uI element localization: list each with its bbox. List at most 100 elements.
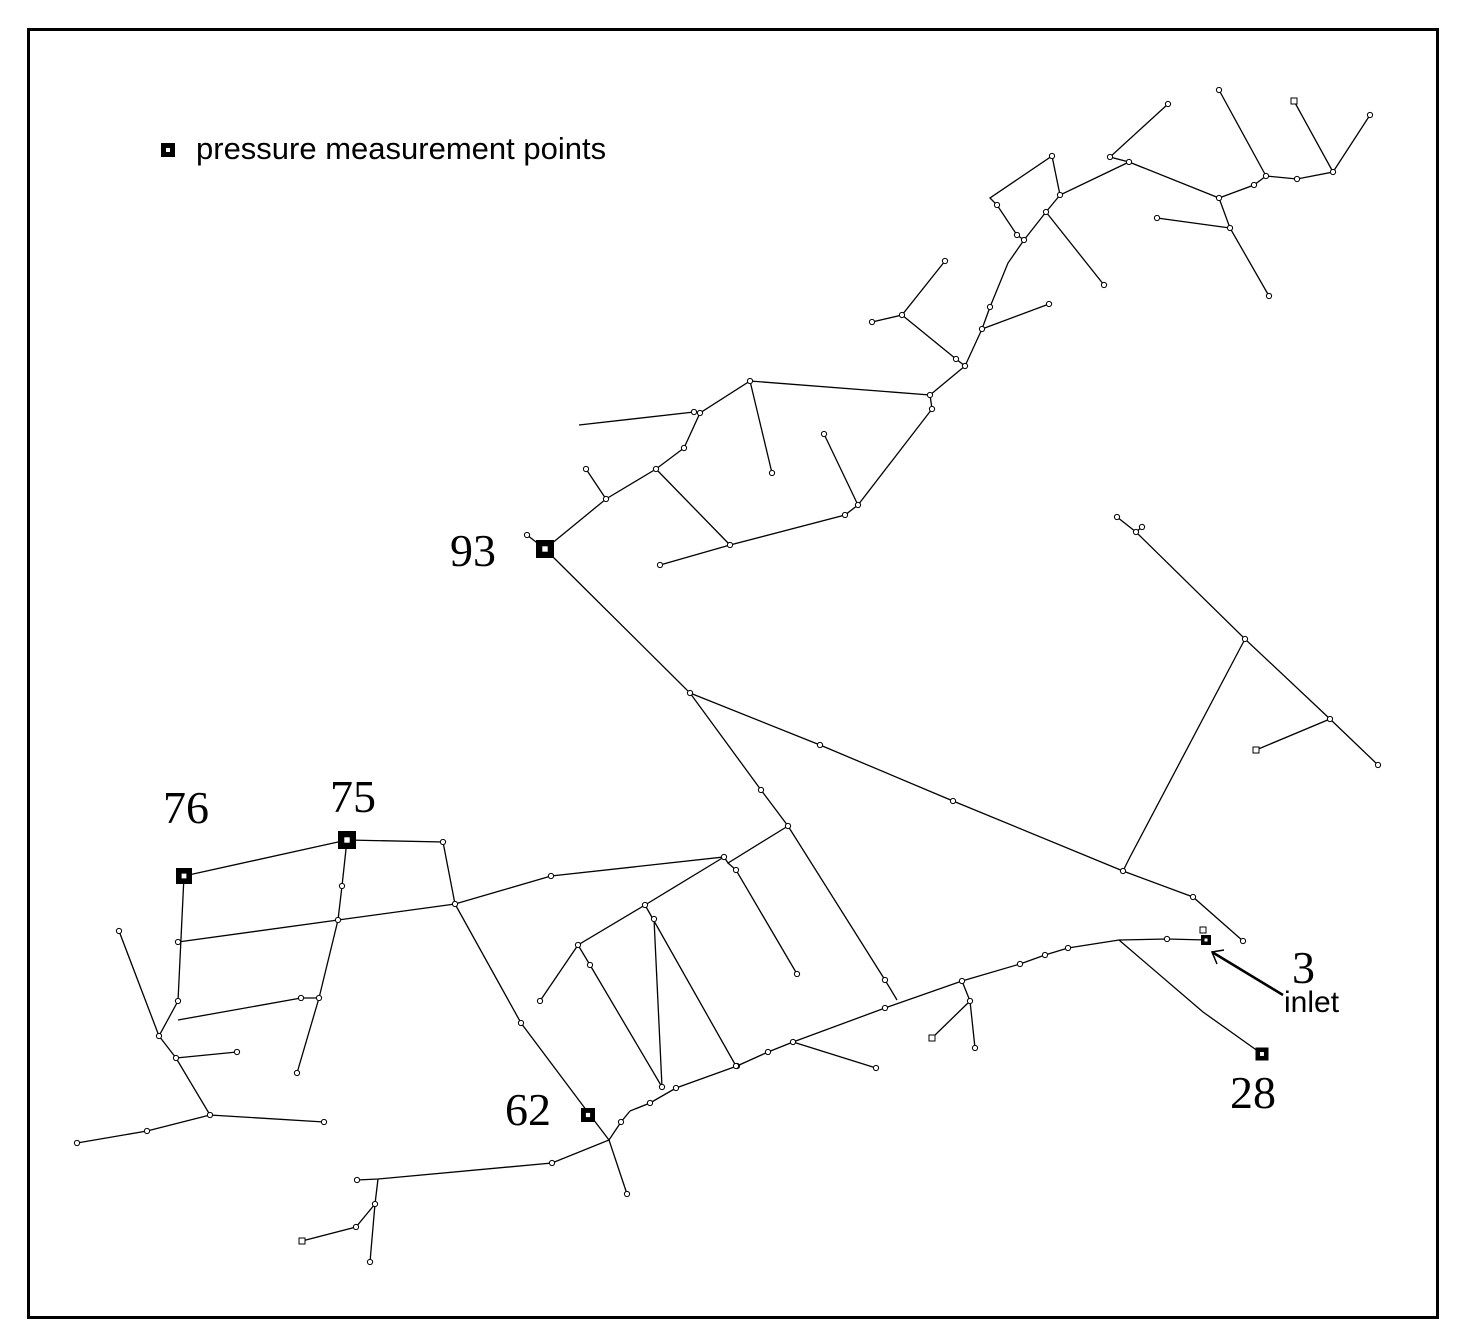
pipe-segment: [296, 839, 348, 1074]
junction-node: [623, 1190, 631, 1198]
junction-node: [1164, 100, 1172, 108]
junction-node: [656, 561, 664, 569]
pipe-segment: [655, 468, 731, 546]
junction-node: [1016, 960, 1024, 968]
junction-node: [1262, 172, 1270, 180]
junction-node: [548, 1159, 556, 1167]
junction-node: [1366, 111, 1374, 119]
junction-node: [174, 938, 182, 946]
junction-node: [732, 1062, 740, 1070]
junction-node: [1125, 158, 1133, 166]
pipe-segment: [369, 1178, 379, 1263]
tank-node: [298, 1237, 306, 1245]
junction-node: [586, 961, 594, 969]
junction-node: [854, 501, 862, 509]
pipe-segment: [356, 938, 1207, 1181]
pipe-segment: [158, 839, 610, 1141]
junction-node: [690, 408, 698, 416]
pipe-segment: [1218, 89, 1267, 177]
pipe-segment: [608, 1139, 628, 1195]
junction-node: [1239, 937, 1247, 945]
junction-node: [233, 1048, 241, 1056]
junction-node: [1045, 300, 1053, 308]
junction-node: [602, 495, 610, 503]
junction-node: [1138, 523, 1146, 531]
legend: pressure measurement points: [161, 131, 606, 166]
junction-node: [293, 1069, 301, 1077]
junction-node: [658, 1083, 666, 1091]
pipe-segment: [981, 303, 1050, 330]
pipe-segment: [1122, 637, 1379, 872]
junction-node: [143, 1127, 151, 1135]
junction-node: [1329, 168, 1337, 176]
pipe-segment: [1045, 211, 1105, 286]
junction-node: [315, 994, 323, 1002]
junction-node: [536, 997, 544, 1005]
pipe-segment: [585, 468, 607, 500]
pipe-segment: [871, 260, 946, 323]
junction-node: [1163, 935, 1171, 943]
junction-node: [872, 1064, 880, 1072]
junction-node: [1241, 635, 1249, 643]
junction-node: [672, 1084, 680, 1092]
junction-node: [517, 1019, 525, 1027]
tank-node: [1252, 746, 1260, 754]
junction-node: [174, 997, 182, 1005]
pipe-segment: [749, 380, 773, 474]
junction-node: [172, 1054, 180, 1062]
inlet-arrow-icon: [1210, 949, 1284, 997]
junction-node: [971, 1044, 979, 1052]
junction-node: [1100, 281, 1108, 289]
junction-node: [1020, 236, 1028, 244]
point-label-3: 3: [1292, 942, 1315, 993]
junction-node: [1106, 153, 1114, 161]
tank-node: [1290, 97, 1298, 105]
junction-node: [1056, 191, 1064, 199]
junction-node: [547, 872, 555, 880]
junction-node: [784, 822, 792, 830]
junction-node: [320, 1118, 328, 1126]
legend-text: pressure measurement points: [196, 131, 606, 166]
junction-node: [966, 997, 974, 1005]
inlet-label: inlet: [1284, 986, 1340, 1019]
junction-node: [978, 325, 986, 333]
junction-node: [686, 689, 694, 697]
junction-node: [1113, 513, 1121, 521]
point-label-75: 75: [330, 771, 376, 822]
junction-node: [371, 1200, 379, 1208]
pipe-segment: [539, 856, 725, 1002]
pipe-segment: [1116, 516, 1246, 640]
tank-node: [928, 1034, 936, 1042]
junction-node: [952, 355, 960, 363]
junction-node: [732, 866, 740, 874]
measurement-point-76: [176, 868, 192, 884]
junction-node: [523, 531, 531, 539]
point-label-76: 76: [163, 782, 209, 833]
pipe-segment: [931, 1000, 971, 1039]
junction-node: [764, 1048, 772, 1056]
junction-node: [334, 916, 342, 924]
point-label-62: 62: [505, 1084, 551, 1135]
pipe-segment: [76, 1114, 211, 1144]
junction-node: [1215, 86, 1223, 94]
diagram-frame: [27, 28, 1439, 1319]
junction-node: [746, 377, 754, 385]
pipe-segment: [118, 930, 160, 1037]
junction-node: [352, 1223, 360, 1231]
junction-node: [1119, 867, 1127, 875]
junction-node: [353, 1176, 361, 1184]
junction-node: [1013, 231, 1021, 239]
junction-node: [958, 977, 966, 985]
junction-node: [696, 409, 704, 417]
junction-node: [617, 1118, 625, 1126]
junction-node: [1250, 181, 1258, 189]
junction-node: [841, 511, 849, 519]
junction-node: [574, 941, 582, 949]
junction-node: [1041, 951, 1049, 959]
junction-node: [949, 797, 957, 805]
junction-node: [73, 1139, 81, 1147]
junction-node: [439, 838, 447, 846]
measurement-point-75: [338, 831, 356, 849]
pipe-segment: [727, 862, 798, 975]
